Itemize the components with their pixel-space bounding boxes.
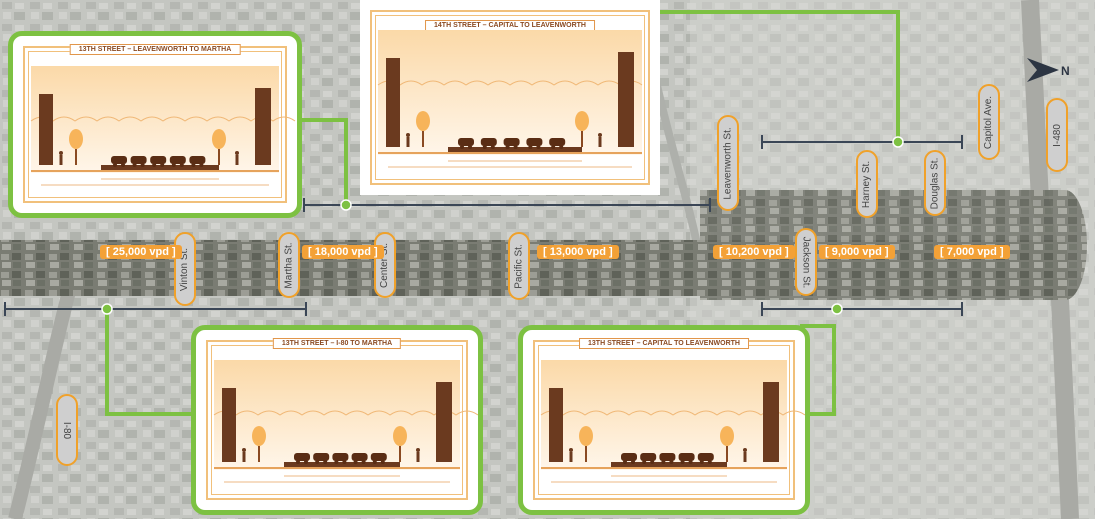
cross-section-diagram bbox=[377, 30, 643, 168]
street-harney: Harney St. bbox=[856, 150, 878, 218]
street-martha: Martha St. bbox=[278, 232, 300, 298]
highway-i80: I-80 bbox=[56, 394, 78, 466]
cross-section-diagram bbox=[213, 360, 478, 483]
section-title: 13TH STREET – LEAVENWORTH TO MARTHA bbox=[69, 44, 241, 55]
section-panel-bl: 13TH STREET – I-80 TO MARTHA bbox=[191, 325, 483, 515]
traffic-douglas: [ 7,000 vpd ] bbox=[934, 245, 1010, 259]
panel-connectors bbox=[105, 10, 900, 416]
cross-section-diagram bbox=[30, 66, 296, 186]
traffic-martha: [ 18,000 vpd ] bbox=[302, 245, 384, 259]
cross-section-diagram bbox=[540, 360, 805, 483]
section-panel-tl: 13TH STREET – LEAVENWORTH TO MARTHA bbox=[8, 31, 302, 218]
street-jackson: Jackson St. bbox=[795, 228, 817, 296]
traffic-leavenworth: [ 10,200 vpd ] bbox=[713, 245, 795, 259]
highway-i480: I-480 bbox=[1046, 98, 1068, 172]
traffic-pacific: [ 13,000 vpd ] bbox=[537, 245, 619, 259]
section-title: 13TH STREET – CAPITAL TO LEAVENWORTH bbox=[579, 338, 749, 349]
street-leavenworth: Leavenworth St. bbox=[717, 115, 739, 211]
segment-lines bbox=[4, 135, 963, 316]
street-capitol: Capitol Ave. bbox=[978, 84, 1000, 160]
north-label: N bbox=[1061, 64, 1070, 78]
street-center: Center St. bbox=[374, 232, 396, 298]
section-panel-tc: 14TH STREET – CAPITAL TO LEAVENWORTH bbox=[360, 0, 660, 195]
street-douglas: Douglas St. bbox=[924, 150, 946, 216]
traffic-vinton: [ 25,000 vpd ] bbox=[100, 245, 182, 259]
street-vinton: Vinton St. bbox=[174, 232, 196, 306]
traffic-jackson: [ 9,000 vpd ] bbox=[819, 245, 895, 259]
section-panel-br: 13TH STREET – CAPITAL TO LEAVENWORTH bbox=[518, 325, 810, 515]
street-pacific: Pacific St. bbox=[508, 232, 530, 300]
north-arrow-icon: N bbox=[1027, 58, 1070, 82]
section-title: 13TH STREET – I-80 TO MARTHA bbox=[272, 338, 402, 349]
